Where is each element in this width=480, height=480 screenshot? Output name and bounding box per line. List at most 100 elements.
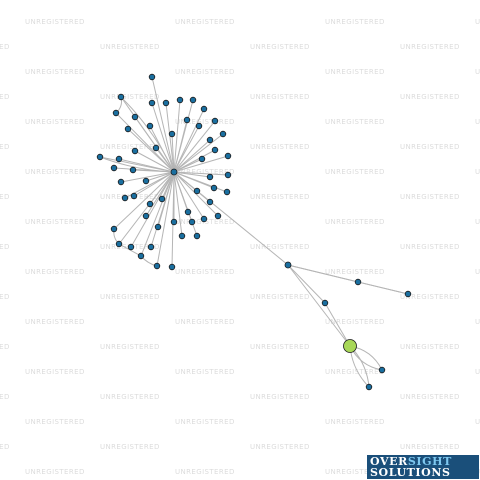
graph-node[interactable]: [115, 155, 123, 163]
edge-hub-spoke: [115, 112, 175, 173]
graph-node[interactable]: [117, 178, 125, 186]
graph-node[interactable]: [183, 116, 191, 124]
graph-node[interactable]: [148, 73, 156, 81]
graph-node[interactable]: [142, 212, 150, 220]
graph-node[interactable]: [189, 96, 197, 104]
graph-node[interactable]: [223, 188, 231, 196]
graph-node[interactable]: [198, 155, 206, 163]
graph-node[interactable]: [168, 263, 176, 271]
graph-node[interactable]: [211, 146, 219, 154]
graph-node[interactable]: [115, 240, 123, 248]
watermark-text: UNREGISTERED: [400, 343, 460, 351]
graph-node[interactable]: [321, 299, 329, 307]
graph-node[interactable]: [188, 218, 196, 226]
graph-node[interactable]: [117, 93, 125, 101]
edge-hub-spoke: [173, 171, 229, 176]
watermark-text: UNREGISTERED: [250, 293, 310, 301]
graph-node[interactable]: [176, 96, 184, 104]
graph-node[interactable]: [152, 144, 160, 152]
watermark-text: UNREGISTERED: [325, 368, 385, 376]
graph-node[interactable]: [184, 208, 192, 216]
graph-node[interactable]: [178, 232, 186, 240]
graph-node[interactable]: [147, 243, 155, 251]
watermark-text: UNREGISTERED: [175, 68, 235, 76]
edge: [287, 264, 351, 347]
graph-node-hub[interactable]: [170, 168, 178, 176]
graph-node[interactable]: [148, 99, 156, 107]
graph-node[interactable]: [110, 225, 118, 233]
graph-node[interactable]: [168, 130, 176, 138]
graph-node[interactable]: [211, 117, 219, 125]
graph-node[interactable]: [193, 187, 201, 195]
watermark-text: UNREGISTERED: [0, 143, 10, 151]
watermark-text: UNREGISTERED: [475, 18, 480, 26]
graph-node[interactable]: [112, 109, 120, 117]
watermark-text: UNREGISTERED: [25, 118, 85, 126]
graph-node[interactable]: [131, 147, 139, 155]
graph-node[interactable]: [195, 122, 203, 130]
edge-hub-spoke: [173, 155, 229, 173]
watermark-text: UNREGISTERED: [175, 168, 235, 176]
graph-node[interactable]: [354, 278, 362, 286]
edge-hub-spoke: [171, 133, 175, 173]
watermark-text: UNREGISTERED: [25, 468, 85, 476]
watermark-text: UNREGISTERED: [325, 18, 385, 26]
edge: [287, 264, 326, 304]
edge-curved: [120, 96, 175, 173]
edge-hub-spoke: [173, 99, 181, 173]
graph-node[interactable]: [142, 177, 150, 185]
edge-hub-spoke: [173, 139, 211, 173]
graph-node[interactable]: [193, 232, 201, 240]
graph-node[interactable]: [214, 212, 222, 220]
watermark-text: UNREGISTERED: [175, 268, 235, 276]
graph-node[interactable]: [404, 290, 412, 298]
graph-node[interactable]: [129, 166, 137, 174]
edge-hub-spoke: [173, 119, 188, 173]
graph-node[interactable]: [124, 125, 132, 133]
graph-node[interactable]: [219, 130, 227, 138]
node-layer: [96, 73, 412, 391]
edge-hub-spoke: [173, 158, 203, 173]
edge-hub-spoke: [173, 171, 183, 237]
graph-node[interactable]: [121, 194, 129, 202]
graph-node[interactable]: [206, 173, 214, 181]
edge-hub-spoke: [165, 102, 175, 173]
graph-node[interactable]: [146, 200, 154, 208]
graph-node[interactable]: [206, 136, 214, 144]
edge: [324, 302, 351, 347]
graph-node[interactable]: [170, 218, 178, 226]
graph-node[interactable]: [206, 198, 214, 206]
edge-hub-spoke: [134, 150, 175, 173]
watermark-text: UNREGISTERED: [0, 43, 10, 51]
graph-node[interactable]: [137, 252, 145, 260]
watermark-text: UNREGISTERED: [475, 418, 480, 426]
watermark-text: UNREGISTERED: [475, 68, 480, 76]
logo-text-over: OVER: [370, 455, 408, 468]
graph-node[interactable]: [284, 261, 292, 269]
graph-node[interactable]: [200, 105, 208, 113]
graph-node[interactable]: [200, 215, 208, 223]
logo-text-sight: SIGHT: [407, 455, 452, 468]
graph-node[interactable]: [96, 153, 104, 161]
graph-node-highlighted[interactable]: [343, 339, 357, 353]
graph-node[interactable]: [154, 223, 162, 231]
graph-node[interactable]: [210, 184, 218, 192]
graph-node[interactable]: [130, 192, 138, 200]
edge-chain: [173, 171, 289, 266]
graph-node[interactable]: [224, 171, 232, 179]
graph-node[interactable]: [158, 195, 166, 203]
graph-node[interactable]: [146, 122, 154, 130]
graph-node[interactable]: [153, 262, 161, 270]
graph-node[interactable]: [162, 99, 170, 107]
graph-node[interactable]: [131, 113, 139, 121]
graph-node[interactable]: [365, 383, 373, 391]
graph-node[interactable]: [378, 366, 386, 374]
graph-node[interactable]: [110, 164, 118, 172]
graph-node[interactable]: [224, 152, 232, 160]
edge-hub-spoke: [150, 171, 175, 248]
watermark-text: UNREGISTERED: [400, 43, 460, 51]
watermark-text: UNREGISTERED: [100, 143, 160, 151]
edge-hub-spoke: [173, 171, 205, 220]
graph-node[interactable]: [127, 243, 135, 251]
